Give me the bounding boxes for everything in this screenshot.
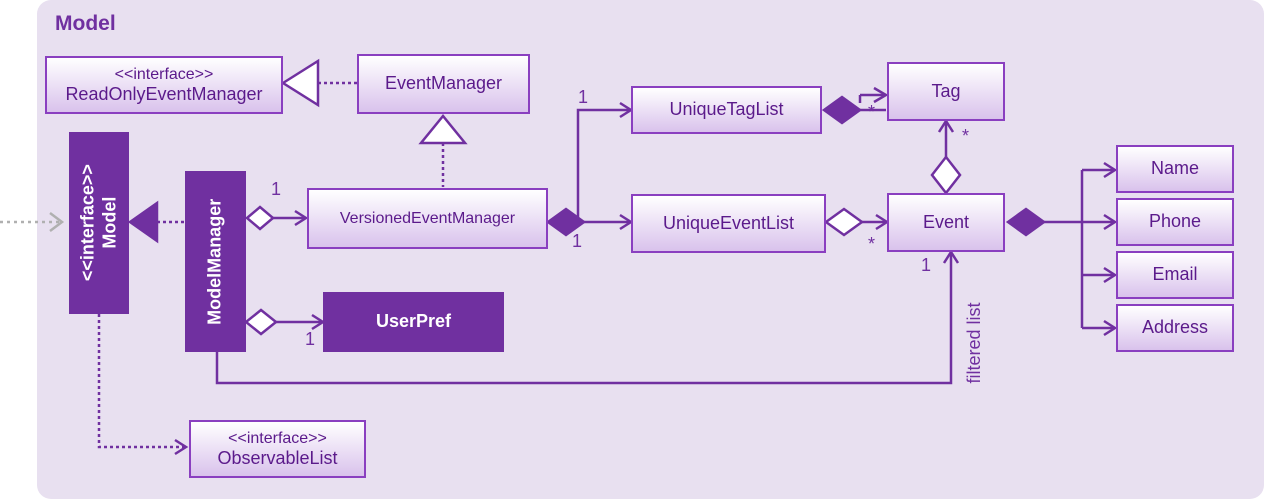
- multiplicity-label: *: [868, 234, 876, 254]
- class-name: EventManager: [384, 73, 503, 94]
- class-phone[interactable]: Phone: [1116, 198, 1234, 246]
- filtered-list-label: filtered list: [964, 302, 984, 384]
- external-dependency-arrowhead: [49, 212, 65, 232]
- stereotype-label: <<interface>>: [114, 65, 214, 83]
- multiplicity-label: 1: [578, 87, 589, 107]
- class-name: UniqueEventList: [662, 212, 795, 233]
- class-model[interactable]: <<interface>> Model: [69, 132, 129, 314]
- package-title: Model: [55, 12, 116, 35]
- aggregation-diamond-event-tag: [930, 154, 962, 196]
- aggregation-diamond-versioned: [245, 205, 275, 231]
- composition-diamond-event: [1005, 207, 1047, 237]
- class-address[interactable]: Address: [1116, 304, 1234, 352]
- aggregation-diamond-eventlist: [823, 207, 865, 237]
- class-name: Name: [1150, 158, 1199, 179]
- class-name: Event: [922, 211, 970, 232]
- class-user-pref[interactable]: UserPref: [323, 292, 504, 352]
- class-name: Model: [99, 197, 119, 249]
- class-name-attr[interactable]: Name: [1116, 145, 1234, 193]
- class-read-only-event-manager[interactable]: <<interface>> ReadOnlyEventManager: [45, 56, 283, 114]
- multiplicity-label: 1: [305, 329, 316, 349]
- aggregation-diamond-userpref: [243, 308, 279, 336]
- filtered-list-association: [215, 252, 953, 385]
- multiplicity-label: 1: [921, 255, 932, 275]
- class-name: ModelManager: [204, 198, 225, 325]
- multiplicity-label: 1: [572, 231, 583, 251]
- class-name: Email: [1152, 264, 1198, 285]
- class-name: Tag: [931, 80, 961, 101]
- versioned-taglist-composition: [576, 108, 630, 222]
- class-unique-event-list[interactable]: UniqueEventList: [631, 194, 826, 253]
- realization-triangle-model: [127, 200, 159, 244]
- class-name: ReadOnlyEventManager: [65, 83, 263, 104]
- class-name: UniqueTagList: [669, 99, 784, 120]
- class-event-manager[interactable]: EventManager: [357, 54, 530, 114]
- class-event[interactable]: Event: [887, 193, 1005, 252]
- stereotype-label: <<interface>>: [77, 164, 98, 282]
- composition-diamond-versioned: [545, 207, 587, 237]
- realization-triangle-readonly: [280, 58, 320, 108]
- class-name: UserPref: [375, 311, 452, 332]
- multiplicity-label: *: [962, 126, 970, 146]
- class-name: VersionedEventManager: [339, 209, 516, 227]
- composition-diamond-taglist: [821, 95, 863, 125]
- class-email[interactable]: Email: [1116, 251, 1234, 299]
- class-name: Phone: [1148, 211, 1202, 232]
- class-versioned-event-manager[interactable]: VersionedEventManager: [307, 188, 548, 249]
- class-unique-tag-list[interactable]: UniqueTagList: [631, 86, 822, 134]
- generalization-triangle-eventmanager: [418, 114, 468, 145]
- class-observable-list[interactable]: <<interface>> ObservableList: [189, 420, 366, 478]
- stereotype-label: <<interface>>: [228, 429, 327, 447]
- class-name: ObservableList: [217, 447, 338, 468]
- class-tag[interactable]: Tag: [887, 62, 1005, 121]
- multiplicity-label: 1: [271, 179, 282, 199]
- model-observablelist-dependency: [97, 314, 185, 449]
- class-name: Address: [1141, 317, 1209, 338]
- multiplicity-label: *: [868, 102, 876, 122]
- class-model-manager[interactable]: ModelManager: [185, 171, 246, 352]
